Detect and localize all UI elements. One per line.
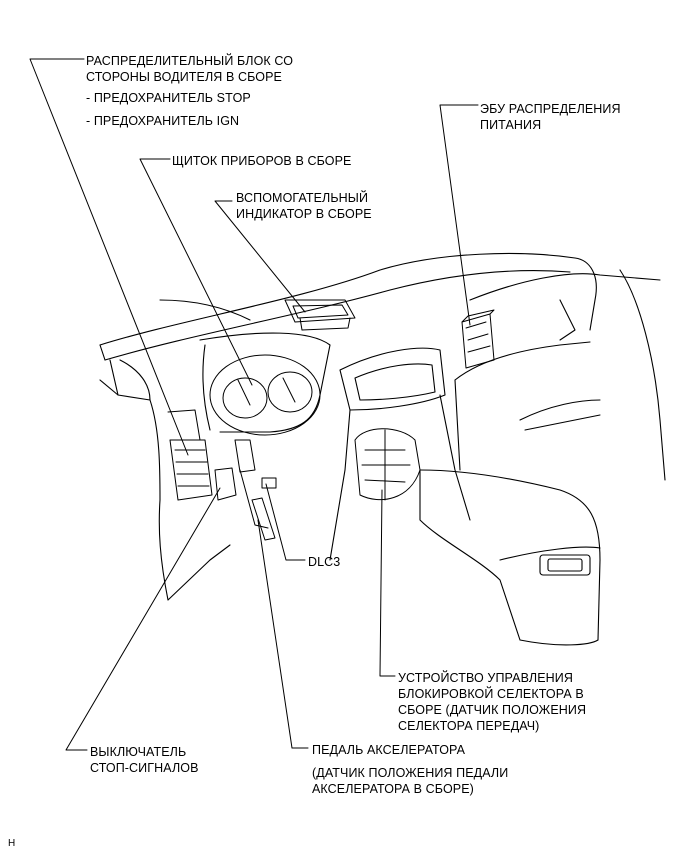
label-shift-lock-line4: СЕЛЕКТОРА ПЕРЕДАЧ): [398, 719, 540, 733]
label-junction-block-line1: РАСПРЕДЕЛИТЕЛЬНЫЙ БЛОК СО: [86, 54, 294, 68]
label-accelerator-line1: ПЕДАЛЬ АКСЕЛЕРАТОРА: [312, 743, 466, 757]
label-accelerator-line3: АКСЕЛЕРАТОРА В СБОРЕ): [312, 782, 474, 796]
dashboard-body: [99, 253, 666, 646]
combination-meter-drawing: [209, 354, 321, 436]
label-junction-block-line2: СТОРОНЫ ВОДИТЕЛЯ В СБОРЕ: [86, 70, 282, 84]
label-shift-lock-line2: БЛОКИРОВКОЙ СЕЛЕКТОРА В: [398, 687, 584, 701]
label-stop-switch-line1: ВЫКЛЮЧАТЕЛЬ: [90, 745, 187, 759]
leader-junction-block: [29, 58, 189, 456]
power-distribution-ecu-drawing: [461, 309, 495, 369]
leader-stop-switch: [65, 487, 221, 751]
label-dlc3: DLC3: [308, 555, 341, 569]
leader-shift-lock: [379, 489, 396, 677]
label-power-ecu-line2: ПИТАНИЯ: [480, 118, 542, 132]
leader-power-ecu: [439, 104, 479, 326]
leader-dlc3: [265, 483, 306, 561]
leader-sub-indicator: [214, 200, 306, 313]
shift-lock-drawing: [354, 428, 421, 501]
sub-indicator-drawing: [284, 299, 356, 331]
junction-block-drawing: [167, 409, 213, 501]
label-accelerator-line2: (ДАТЧИК ПОЛОЖЕНИЯ ПЕДАЛИ: [312, 766, 509, 780]
label-sub-indicator-line2: ИНДИКАТОР В СБОРЕ: [236, 207, 372, 221]
pedal-assembly-drawing: [214, 439, 277, 541]
leader-accelerator: [257, 519, 309, 749]
label-shift-lock-line1: УСТРОЙСТВО УПРАВЛЕНИЯ: [398, 671, 573, 685]
label-combination-meter: ЩИТОК ПРИБОРОВ В СБОРЕ: [172, 154, 352, 168]
leader-lines: [29, 58, 479, 751]
label-sub-indicator-line1: ВСПОМОГАТЕЛЬНЫЙ: [236, 191, 369, 205]
leader-meter: [139, 158, 253, 386]
label-fuse-ign: - ПРЕДОХРАНИТЕЛЬ IGN: [86, 114, 240, 128]
label-stop-switch-line2: СТОП-СИГНАЛОВ: [90, 761, 199, 775]
label-shift-lock-line3: СБОРЕ (ДАТЧИК ПОЛОЖЕНИЯ: [398, 703, 587, 717]
corner-mark: H: [8, 838, 16, 849]
label-power-ecu-line1: ЭБУ РАСПРЕДЕЛЕНИЯ: [480, 102, 621, 116]
label-fuse-stop: - ПРЕДОХРАНИТЕЛЬ STOP: [86, 91, 251, 105]
